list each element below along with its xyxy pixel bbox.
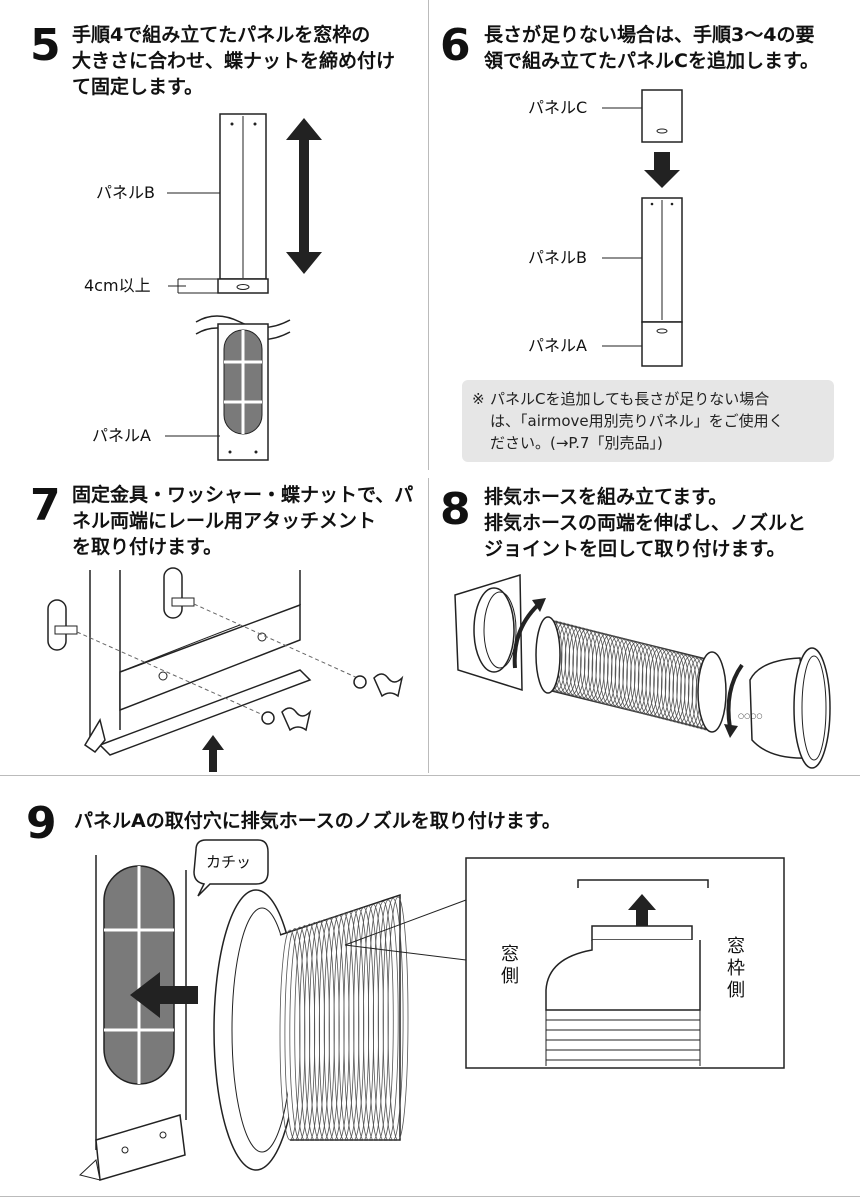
step-5-line-2: 大きさに合わせ、蝶ナットを締め付け [72,50,396,72]
step-9-number: 9 [26,798,57,849]
step-7-text: 固定金具・ワッシャー・蝶ナットで、パ ネル両端にレール用アタッチメント を取り付… [72,482,422,560]
step-7-line-3: を取り付けます。 [72,536,223,558]
step-7-line-1: 固定金具・ワッシャー・蝶ナットで、パ [72,484,414,506]
note-line-1: パネルCを追加しても長さが足りない場合 [490,390,770,408]
step-5-panel-illustration [165,113,322,461]
label-window-side: 窓側 [501,944,519,987]
label-panel-c-step6: パネルC [528,98,588,117]
note-line-2: は、「airmove用別売りパネル」をご使用く [490,412,784,430]
divider-horizontal [0,775,860,776]
divider-vertical-middle [428,478,429,773]
step-6-panel-illustration [602,89,683,367]
note-box: ※ パネルCを追加しても長さが足りない場合 は、「airmove用別売りパネル」… [462,380,834,462]
svg-text:○○○○: ○○○○ [738,712,762,720]
step-6-text: 長さが足りない場合は、手順3〜4の要 領で組み立てたパネルCを追加します。 [484,22,854,74]
step-6-line-2: 領で組み立てたパネルCを追加します。 [484,50,820,72]
step-5-line-1: 手順4で組み立てたパネルを窓枠の [72,24,371,46]
step-8-line-2: 排気ホースの両端を伸ばし、ノズルと [484,512,807,534]
label-panel-a-step5: パネルA [92,426,151,445]
label-panel-a-step6: パネルA [528,336,587,355]
step-7-line-2: ネル両端にレール用アタッチメント [72,510,377,532]
step-8-line-3: ジョイントを回して取り付けます。 [484,538,786,560]
note-line-3: ださい。(→P.7「別売品」) [490,434,663,452]
label-panel-b-step5: パネルB [96,183,155,202]
step-8-text: 排気ホースを組み立てます。 排気ホースの両端を伸ばし、ノズルと ジョイントを回し… [484,484,854,562]
divider-bottom [0,1196,860,1197]
step-8-hose-illustration: ○○○○ [454,573,831,769]
step-6-number: 6 [440,20,471,71]
divider-vertical-top [428,0,429,470]
step-7-attachment-illustration [47,567,404,772]
step-5-text: 手順4で組み立てたパネルを窓枠の 大きさに合わせ、蝶ナットを締め付け て固定しま… [72,22,422,100]
step-9-text: パネルAの取付穴に排気ホースのノズルを取り付けます。 [74,810,561,832]
step-8-line-1: 排気ホースを組み立てます。 [484,486,728,508]
step-5-number: 5 [30,20,61,71]
step-5-line-3: て固定します。 [72,76,204,98]
note-mark: ※ [472,390,485,408]
step-7-number: 7 [30,480,61,531]
step-6-line-1: 長さが足りない場合は、手順3〜4の要 [484,24,815,46]
label-4cm-min: 4cm以上 [84,276,151,295]
step-8-number: 8 [440,484,471,535]
label-click-sound: カチッ [206,853,252,871]
label-frame-side: 窓枠側 [727,936,745,1001]
label-panel-b-step6: パネルB [528,248,587,267]
